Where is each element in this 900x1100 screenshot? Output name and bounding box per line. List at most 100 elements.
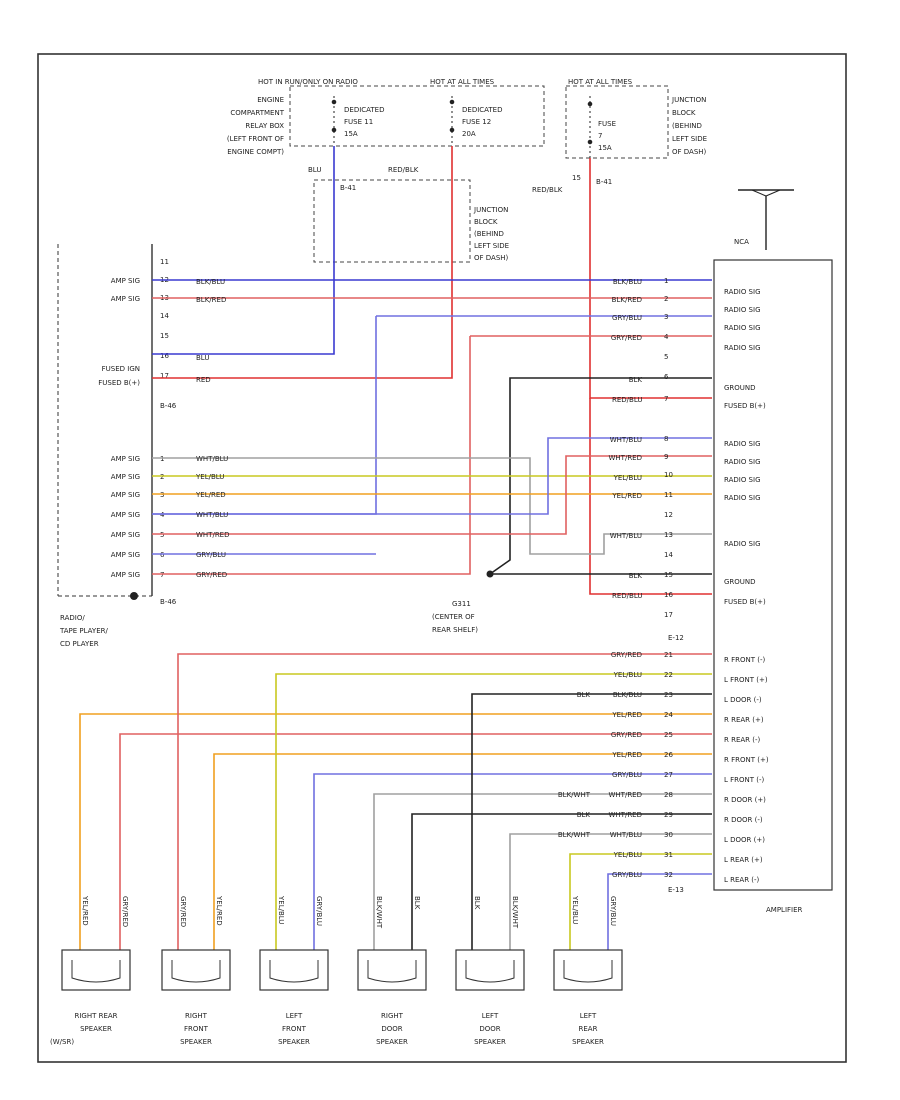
radio-top-pin: 17: [160, 372, 169, 380]
speaker-wire-label: YEL/RED: [215, 895, 223, 926]
amp-speaker-pin: 22: [664, 671, 673, 679]
speaker-body: [553, 949, 623, 991]
speaker-name: DOOR: [479, 1025, 500, 1033]
wire-label-radio-bottom: GRY/RED: [196, 571, 227, 579]
speaker-wire: [569, 853, 712, 950]
amp-pin-label: RADIO SIG: [724, 494, 761, 502]
wire-label-speaker-tag: BLK: [577, 811, 591, 819]
wire-label-amp-speaker: WHT/RED: [609, 811, 643, 819]
jb-mid-line-1: JUNCTION: [473, 206, 508, 214]
wire-fused-ign: [152, 146, 335, 355]
speaker-wire: [79, 713, 712, 950]
ground-g311: G311 (CENTER OF REAR SHELF): [432, 570, 494, 634]
fuse-7-line-2: 7: [598, 132, 602, 140]
wire-ground-1: [489, 377, 712, 575]
fuse-11-line-1: DEDICATED: [344, 106, 385, 114]
wire-label-amp-speaker: GRY/BLU: [612, 771, 642, 779]
amp-pin-label: RADIO SIG: [724, 540, 761, 548]
speaker-name: FRONT: [184, 1025, 209, 1033]
wire-label-red: RED: [196, 376, 211, 384]
speaker-name: LEFT: [286, 1012, 303, 1020]
wire-label-amp-speaker: GRY/RED: [611, 731, 642, 739]
ground-dot-icon: [486, 570, 494, 578]
amp-speaker-label: L DOOR (+): [724, 836, 765, 844]
radio-bottom-pin: 1: [160, 455, 164, 463]
speaker-wire-label: BLK/WHT: [375, 896, 383, 929]
fuse-12-line-2: FUSE 12: [462, 118, 491, 126]
amp-speaker-label: L REAR (+): [724, 856, 763, 864]
speaker-wire: [373, 793, 712, 950]
diagram-frame: [37, 53, 847, 1063]
fuse-12-line-3: 20A: [462, 130, 476, 138]
amp-pin-label: RADIO SIG: [724, 288, 761, 296]
radio-bottom-label: AMP SIG: [111, 551, 140, 559]
fuse-7-line-1: FUSE: [598, 120, 616, 128]
jb-right-line-3: (BEHIND: [672, 122, 702, 130]
speaker-wire: [119, 733, 712, 950]
speaker-wire-label: BLK/WHT: [511, 896, 519, 929]
amp-speaker-pin: 30: [664, 831, 673, 839]
b41-right-label: B-41: [596, 178, 612, 186]
speaker-wire-label: BLK: [413, 896, 421, 910]
wire-radio-sig-3-drop: [152, 316, 377, 515]
speaker-wire-label: GRY/RED: [179, 896, 187, 927]
speaker-icon: [455, 949, 525, 991]
speaker-name: RIGHT: [381, 1012, 404, 1020]
amp-pin-number: 1: [664, 277, 668, 285]
amplifier-name: AMPLIFIER: [766, 906, 803, 914]
speaker-wire-label: GRY/RED: [121, 896, 129, 927]
jb-right-line-5: OF DASH): [672, 148, 707, 156]
relay-box-line-1: ENGINE: [257, 96, 284, 104]
wire-label-blu: BLU: [196, 354, 209, 362]
speaker-group: RIGHT REARSPEAKER(W/SR)RIGHTFRONTSPEAKER…: [50, 949, 623, 1046]
amp-pin-number: 14: [664, 551, 673, 559]
speaker-name: LEFT: [482, 1012, 499, 1020]
speaker-cone: [465, 960, 515, 983]
fuse-symbols: [331, 96, 593, 158]
wire-red-blk-right-label: RED/BLK: [532, 186, 563, 194]
wire-label-speaker-tag: BLK: [577, 691, 591, 699]
amp-speaker-pin: 29: [664, 811, 673, 819]
radio-top-pin: 15: [160, 332, 169, 340]
amp-pin-number: 8: [664, 435, 668, 443]
wire-radio-sig-4-drop: [152, 336, 471, 575]
speaker-icon: [61, 949, 131, 991]
amp-pin-number: 4: [664, 333, 669, 341]
fuse-11-line-2: FUSE 11: [344, 118, 373, 126]
splice-b41-label: B-41: [340, 184, 356, 192]
radio-bottom-pin: 3: [160, 491, 164, 499]
jb-right-line-4: LEFT SIDE: [672, 135, 707, 143]
wire-label-speaker-tag: BLK/WHT: [558, 831, 591, 839]
amp-speaker-label: R DOOR (+): [724, 796, 766, 804]
amp-pin-label: RADIO SIG: [724, 324, 761, 332]
amp-pin-label: RADIO SIG: [724, 306, 761, 314]
amp-pin-label: FUSED B(+): [724, 402, 766, 410]
wire-label-amp-speaker: YEL/BLU: [613, 671, 642, 679]
amp-pin-label: GROUND: [724, 384, 756, 392]
antenna-icon: [738, 189, 794, 250]
wire-label-amp-speaker: YEL/RED: [611, 711, 642, 719]
relay-box-line-3: RELAY BOX: [245, 122, 284, 130]
antenna-label: NCA: [734, 238, 749, 246]
wire-label-amp-top: GRY/RED: [611, 334, 642, 342]
speaker-name: FRONT: [282, 1025, 307, 1033]
wire-amp-fused-feed: [589, 158, 712, 399]
amp-pin-number: 9: [664, 453, 668, 461]
radio-bottom-pin: 4: [160, 511, 165, 519]
amp-speaker-pin: 32: [664, 871, 673, 879]
speaker-body: [455, 949, 525, 991]
jb-mid-line-4: LEFT SIDE: [474, 242, 509, 250]
ground-name: G311: [452, 600, 471, 608]
amp-speaker-pin: 31: [664, 851, 673, 859]
pin-15-label: 15: [572, 174, 581, 182]
amp-speaker-pin: 28: [664, 791, 673, 799]
wire-blu-label: BLU: [308, 166, 321, 174]
wire-label-amp-speaker: WHT/RED: [609, 791, 643, 799]
relay-box-line-2: COMPARTMENT: [230, 109, 284, 117]
amp-speaker-label: R REAR (-): [724, 736, 761, 744]
radio-connector-bottom: B-46: [160, 598, 177, 606]
radio-top-pin: 11: [160, 258, 169, 266]
hot-at-all-times-label-2: HOT AT ALL TIMES: [568, 78, 633, 86]
amp-pin-number: 17: [664, 611, 673, 619]
